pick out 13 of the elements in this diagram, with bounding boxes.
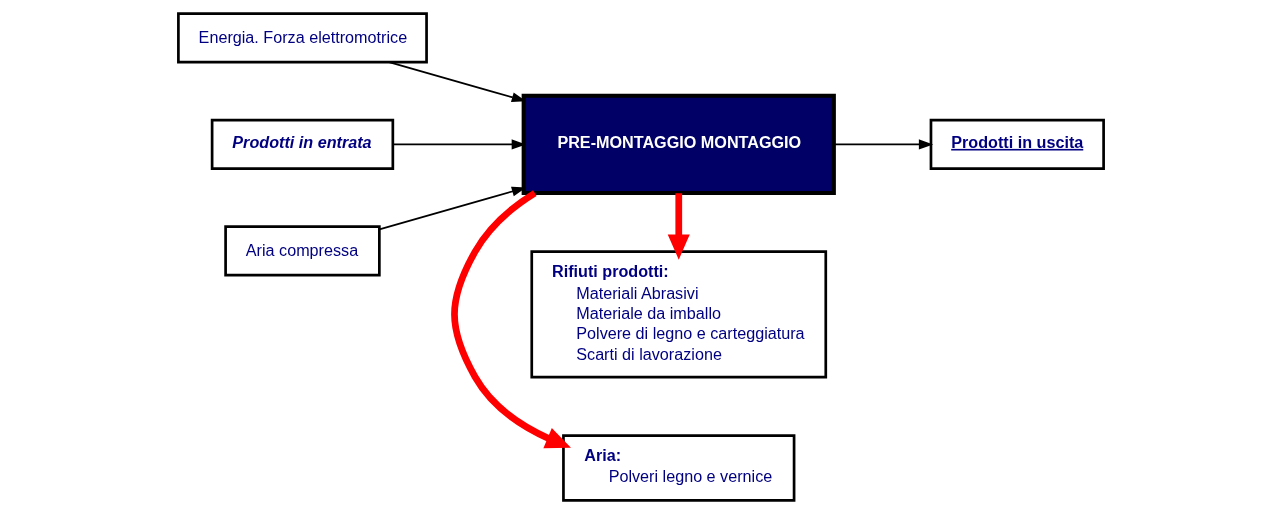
node-box: Aria: Polveri legno e vernice xyxy=(561,434,795,502)
node-box: Prodotti in uscita xyxy=(929,118,1105,170)
arrow xyxy=(832,139,933,150)
arrow xyxy=(378,186,526,231)
node-box: Prodotti in entrata xyxy=(210,118,394,170)
arrow xyxy=(387,61,526,103)
node-box: Aria compressa xyxy=(223,225,381,277)
node-box: Rifiuti prodotti: Materiali Abrasivi Materiale da imballo Polvere di legno e carteggiatura Scarti di lavorazione xyxy=(529,250,827,379)
arrow xyxy=(450,190,571,449)
node-box: PRE-MONTAGGIO MONTAGGIO xyxy=(521,93,836,195)
node-box: Energia. Forza elettromotrice xyxy=(176,12,428,64)
arrow xyxy=(391,139,526,150)
arrow xyxy=(667,193,690,260)
